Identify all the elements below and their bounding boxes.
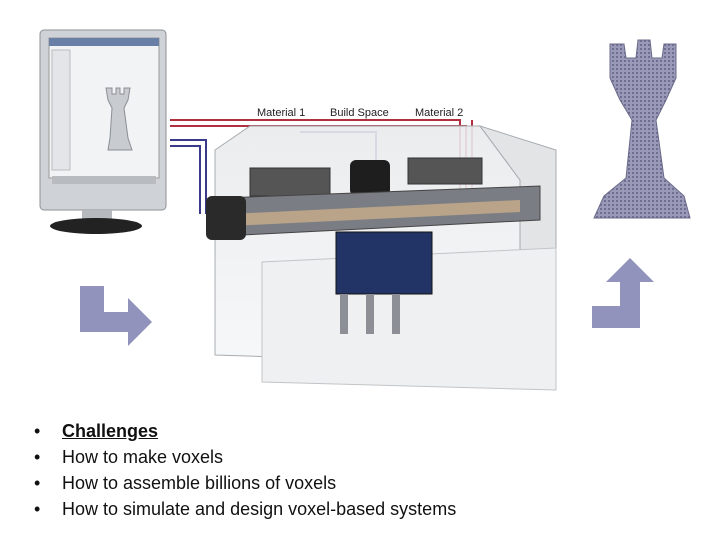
material-1-label: Material 1 xyxy=(257,107,306,119)
list-item: How to make voxels xyxy=(34,444,456,470)
list-item: Challenges xyxy=(34,418,456,444)
printer-enclosure xyxy=(206,125,557,391)
printer-diagram xyxy=(39,29,691,391)
list-item: How to simulate and design voxel-based s… xyxy=(34,496,456,522)
challenges-heading: Challenges xyxy=(62,421,159,441)
material-2-label: Material 2 xyxy=(415,107,464,119)
list-item: How to assemble billions of voxels xyxy=(34,470,456,496)
computer-monitor-icon xyxy=(39,29,167,234)
arrow-up-right-icon xyxy=(592,258,654,328)
build-space-label: Build Space xyxy=(330,107,389,119)
challenges-list: Challenges How to make voxels How to ass… xyxy=(34,418,456,522)
arrow-down-right-icon xyxy=(80,286,152,346)
chess-rook-icon xyxy=(593,39,691,219)
